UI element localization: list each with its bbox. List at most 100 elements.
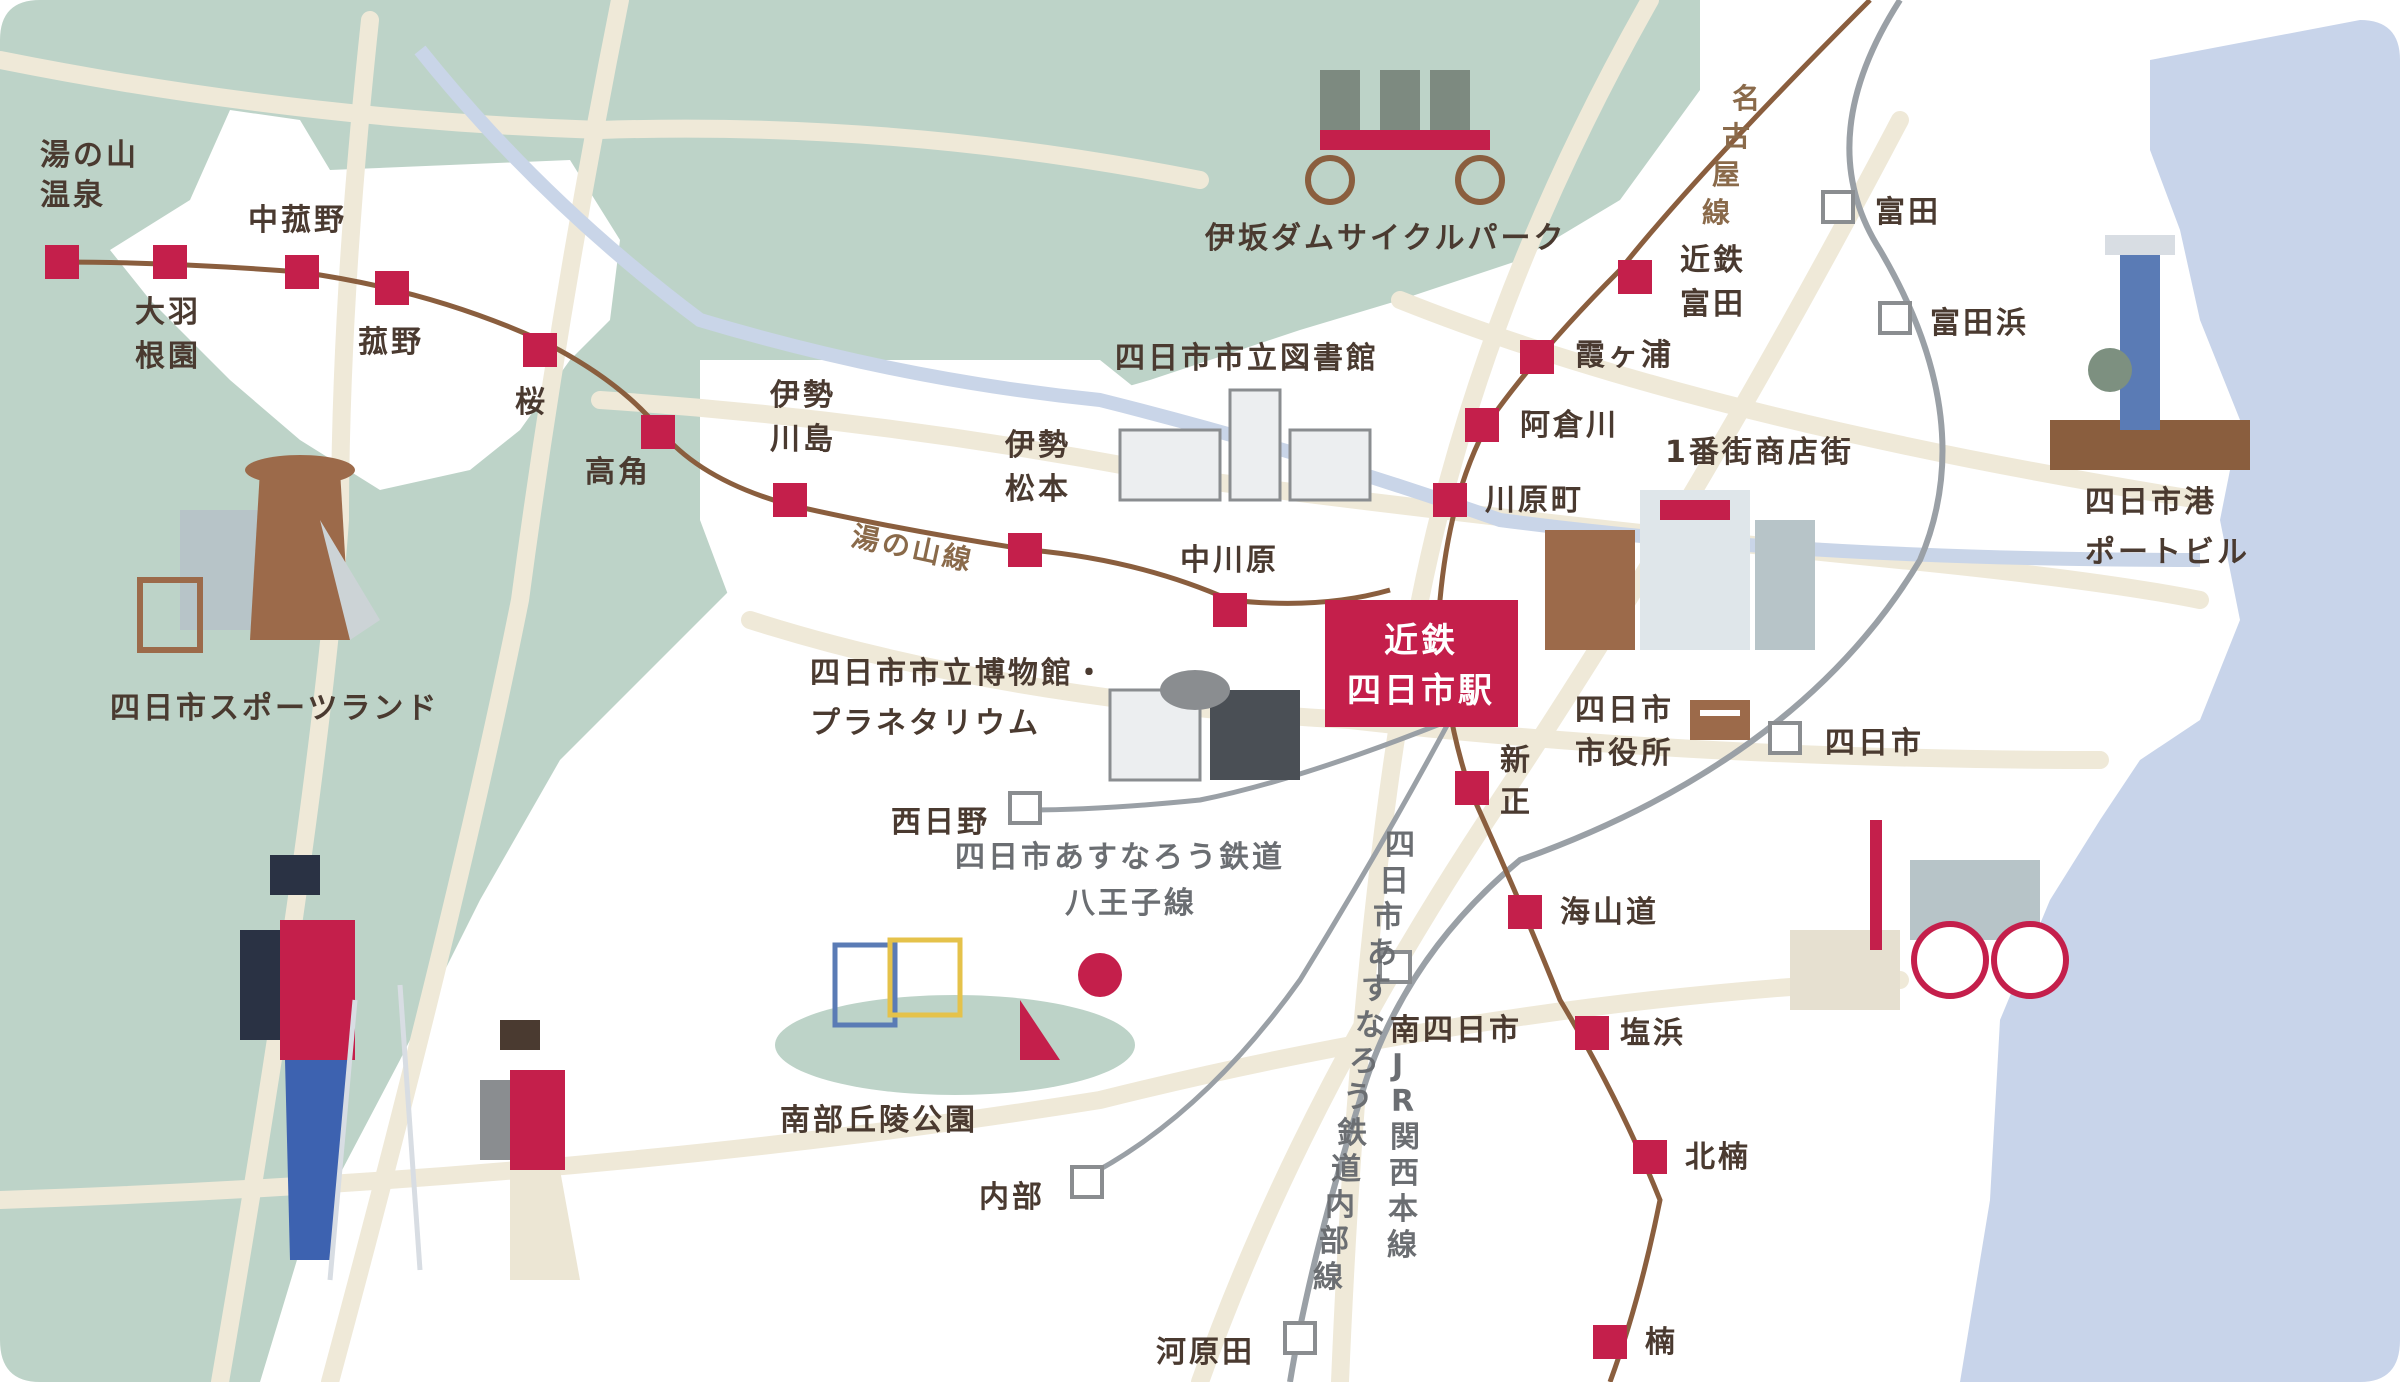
station-label: 河原田 (1156, 1335, 1255, 1370)
station-marker (773, 483, 807, 517)
station-marker (1008, 533, 1042, 567)
museum-label-1: 四日市市立博物館・ (810, 656, 1107, 691)
station-marker (45, 245, 79, 279)
cyclepark-illustration (1305, 70, 1505, 205)
station-utsube[interactable]: 内部 (979, 1165, 1104, 1215)
station-tomidahama[interactable]: 富田浜 (1878, 301, 2029, 341)
station-kusu[interactable]: 楠 (1593, 1325, 1678, 1360)
station-nakakomono[interactable]: 中菰野 (248, 203, 347, 289)
sportsland-illustration (137, 455, 380, 653)
nanbupark-label: 南部丘陵公園 (780, 1103, 978, 1138)
station-minamiyokkaichi[interactable]: 南四日市 (1378, 950, 1522, 1048)
portbuilding-label-2: ポートビル (2085, 535, 2250, 570)
station-marker (1508, 895, 1542, 929)
station-kawaramachi[interactable]: 川原町 (1433, 483, 1584, 518)
station-label: 近鉄 (1680, 243, 1746, 278)
station-marker (1070, 1165, 1104, 1199)
factory-illustration (1790, 820, 2069, 1010)
station-label: 高角 (585, 455, 651, 490)
sportsland-label: 四日市スポーツランド (110, 691, 439, 726)
station-nishihino[interactable]: 西日野 (891, 791, 1042, 840)
station-marker (1433, 483, 1467, 517)
station-marker (1455, 771, 1489, 805)
station-label: 西日野 (891, 805, 990, 840)
station-label: 阿倉川 (1520, 408, 1619, 443)
station-marker (153, 245, 187, 279)
station-marker (523, 333, 557, 367)
central-station-line1: 近鉄 (1384, 621, 1458, 661)
jr-line (1287, 0, 1946, 1382)
station-kitakusu[interactable]: 北楠 (1633, 1140, 1751, 1175)
library-label: 四日市市立図書館 (1115, 341, 1379, 376)
station-label: 温泉 (40, 178, 106, 213)
station-yokkaichi_jr[interactable]: 四日市 (1768, 721, 1924, 761)
station-akuragawa[interactable]: 阿倉川 (1465, 408, 1619, 443)
station-marker (641, 415, 675, 449)
sea (1960, 20, 2400, 1382)
station-label: 南四日市 (1390, 1013, 1522, 1048)
station-label: 湯の山 (40, 138, 139, 173)
cityhall-label-1: 四日市 (1575, 693, 1674, 728)
station-takatsuno[interactable]: 高角 (585, 415, 675, 490)
kintetsu-yokkaichi-station[interactable]: 近鉄 四日市駅 (1325, 600, 1518, 727)
cyclepark-label: 伊坂ダムサイクルパーク (1204, 221, 1567, 256)
station-label: 川原町 (1485, 483, 1584, 518)
museum-label-2: プラネタリウム (810, 706, 1041, 741)
station-kawarada[interactable]: 河原田 (1156, 1321, 1317, 1370)
station-nakagawara[interactable]: 中川原 (1180, 543, 1279, 627)
station-label: 大羽 (135, 295, 201, 330)
station-marker (1008, 791, 1042, 825)
portbuilding-label-1: 四日市港 (2085, 485, 2217, 520)
station-tomida[interactable]: 富田 (1821, 190, 1941, 230)
station-komono[interactable]: 菰野 (358, 271, 424, 360)
hachioji-line-label-2: 八王子線 (1065, 886, 1197, 921)
station-label: 根園 (135, 339, 201, 374)
hachioji-line-label-1: 四日市あすなろう鉄道 (955, 840, 1285, 875)
station-marker (1520, 340, 1554, 374)
station-label: 四日市 (1825, 726, 1924, 761)
station-label: 伊勢 (769, 378, 836, 413)
station-marker (1821, 190, 1855, 224)
station-label: 海山道 (1560, 895, 1659, 930)
station-label: 富田 (1680, 287, 1746, 322)
station-label: 正 (1500, 785, 1533, 820)
red-station-markers: 湯の山温泉大羽根園中菰野菰野桜高角伊勢川島伊勢松本中川原川原町阿倉川霞ヶ浦近鉄富… (40, 138, 1751, 1360)
station-label: 富田浜 (1930, 306, 2029, 341)
station-marker (1618, 260, 1652, 294)
cityhall-label-2: 市役所 (1575, 736, 1674, 771)
station-label: 新 (1500, 743, 1533, 778)
utsube-line-label: 四日市あすなろう鉄道内部線 (1313, 828, 1418, 1295)
shoutengai-illustration (1545, 490, 1815, 650)
station-shinsho[interactable]: 新正 (1455, 743, 1533, 820)
station-marker (1213, 593, 1247, 627)
station-marker (1575, 1016, 1609, 1050)
library-illustration (1118, 388, 1372, 502)
nagoya-line-label: 名古屋線 (1702, 82, 1763, 229)
station-marker (1633, 1140, 1667, 1174)
station-marker (1768, 721, 1802, 755)
station-label: 富田 (1875, 195, 1941, 230)
station-kaizando[interactable]: 海山道 (1508, 895, 1659, 930)
station-marker (1465, 408, 1499, 442)
station-marker (1593, 1325, 1627, 1359)
station-shiohama[interactable]: 塩浜 (1575, 1016, 1686, 1051)
station-marker (285, 255, 319, 289)
cityhall-illustration (1690, 700, 1750, 740)
station-label: 塩浜 (1620, 1016, 1686, 1051)
hikers-illustration (240, 855, 580, 1281)
station-label: 川島 (770, 422, 836, 457)
nanbupark-illustration (775, 937, 1135, 1095)
station-sakura[interactable]: 桜 (515, 333, 557, 420)
station-kasumigaura[interactable]: 霞ヶ浦 (1520, 338, 1674, 374)
station-label: 霞ヶ浦 (1575, 338, 1674, 373)
shoutengai-label: 1番街商店街 (1665, 435, 1854, 470)
station-label: 中川原 (1180, 543, 1279, 578)
